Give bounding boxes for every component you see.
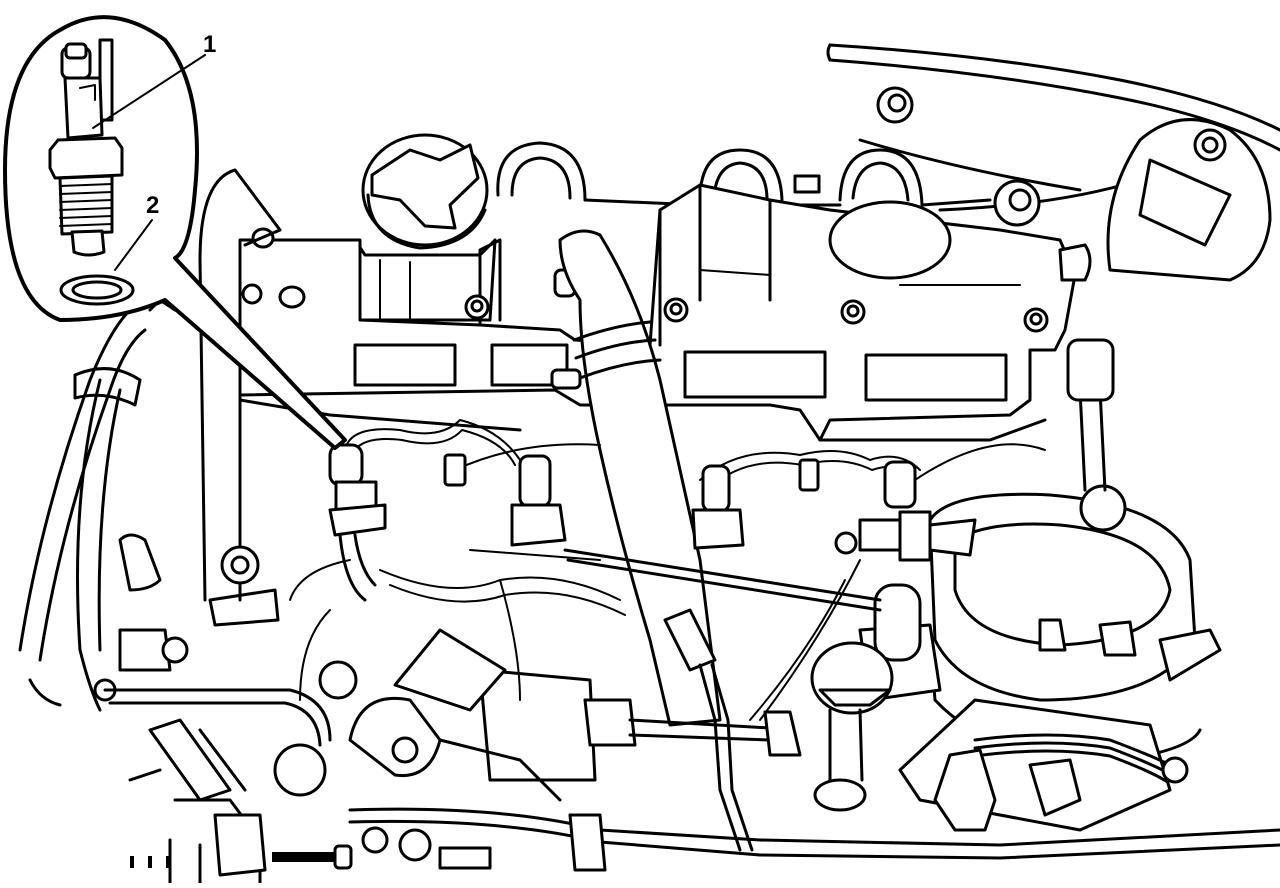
fender-panel (826, 43, 1280, 212)
wiring-harness (663, 608, 1189, 852)
injectors (510, 454, 917, 550)
sensor-detail (48, 38, 124, 257)
throttle-cable (348, 738, 1280, 872)
washer-bolt (876, 86, 914, 124)
vacuum-hoses (289, 549, 861, 721)
intake-hose (558, 229, 722, 727)
callout-label-2: 2 (146, 192, 159, 219)
lower-left-details (128, 545, 358, 885)
temperature-sensor (328, 443, 387, 602)
injector-lines (344, 419, 1046, 492)
air-intake-duct (1106, 118, 1272, 282)
leader-lines (92, 54, 206, 271)
oil-filler-cap (353, 133, 497, 322)
valve-cover (238, 183, 1092, 442)
vacuum-actuator (348, 628, 802, 782)
callout-label-1: 1 (203, 31, 216, 58)
sealing-ring (59, 274, 135, 306)
detail-callout: 1 2 (3, 15, 347, 450)
fuel-filter-clamp (834, 510, 977, 562)
injection-pump (563, 548, 942, 812)
